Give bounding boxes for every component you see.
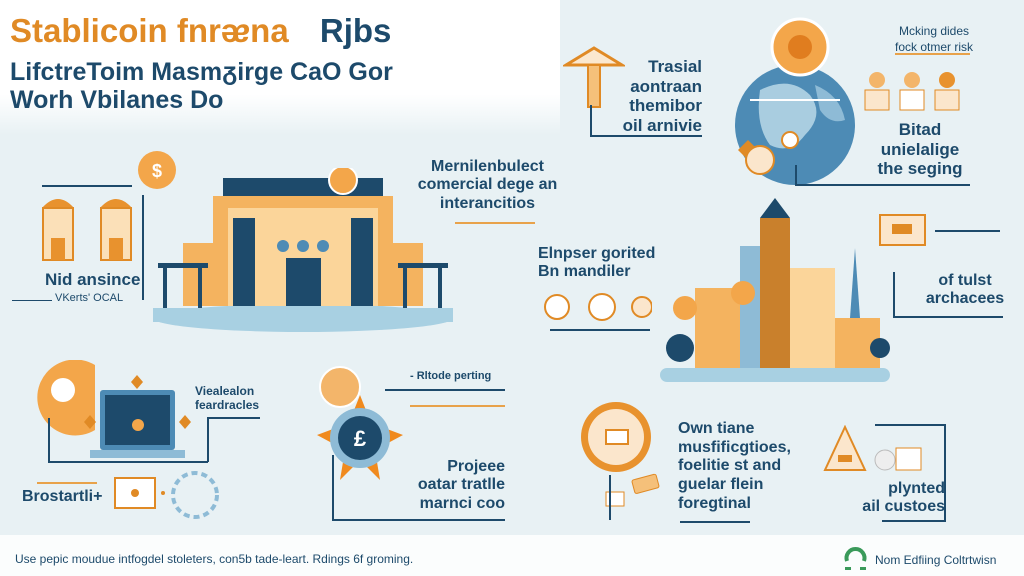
divider-line — [37, 482, 97, 484]
text-line: oil arnivie — [622, 115, 702, 135]
text-line: unielalige — [880, 139, 960, 159]
plynted-text: plynted ail custoes — [855, 480, 945, 517]
bitad-text: Bitad unielalige the seging — [870, 120, 970, 179]
divider-line — [207, 417, 260, 419]
person-icon — [934, 72, 960, 111]
connector-line — [48, 418, 50, 462]
divider-line — [590, 135, 702, 137]
header-background — [0, 0, 560, 135]
handshake-illustration — [581, 402, 660, 507]
coin-icon: $ — [138, 151, 176, 189]
footer-note: Use pepic moudue intfogdel stoleters, co… — [15, 552, 414, 566]
text-line: foregtinal — [678, 494, 751, 512]
nid-caption: VKerts' OCAL — [55, 292, 124, 304]
text-line: musfificgtioes, — [678, 438, 791, 456]
text-line: the seging — [877, 159, 963, 179]
pound-icon: £ — [354, 426, 367, 451]
certificate-icon — [879, 214, 926, 246]
own-text: Own tiane musfificgtioes, foelitie st an… — [678, 420, 791, 514]
projeee-text: Projeee oatar tratlle marnci coo — [410, 458, 505, 513]
divider-line — [680, 521, 750, 523]
nid-title: Nid ansince — [45, 270, 141, 289]
text-line: Projeee — [447, 458, 505, 475]
text-line: comercial dege an — [417, 176, 558, 194]
divider-line — [455, 222, 535, 224]
divider-line — [385, 389, 505, 391]
text-line: interancitios — [439, 194, 536, 212]
rltode-text: - Rltode perting — [410, 370, 492, 382]
umbrella-icon — [563, 46, 625, 108]
pyramid-icons — [823, 425, 922, 471]
page-title: Stablicoin fnrᴂna Rjbs — [10, 12, 391, 50]
commercial-text: Mernilenbulect comercial dege an interan… — [405, 158, 570, 213]
connector-line — [944, 424, 946, 522]
connector-line — [332, 455, 334, 520]
text-line: of tulst — [938, 272, 992, 289]
text-line: Elnpser gorited — [538, 245, 656, 262]
divider-line — [795, 184, 970, 186]
viealealon-text: Viealealon feardracles — [195, 384, 260, 413]
text-line: Mernilenbulect — [431, 158, 544, 175]
laptop-illustration — [37, 360, 191, 458]
text-line: Own tiane — [678, 420, 755, 437]
text-line: plynted — [888, 480, 945, 497]
divider-line — [42, 185, 132, 187]
title-orange: Stablicoin fnrᴂna — [10, 12, 289, 49]
divider-line — [875, 424, 945, 426]
risk-note: Mcking dides fock otmer risk — [895, 24, 973, 55]
divider-line — [882, 520, 944, 522]
text-line: ail custoes — [862, 498, 945, 516]
divider-line — [550, 329, 650, 331]
trasial-text: Trasial aontraan themibor oil arnivie — [617, 57, 702, 135]
footer-background — [0, 535, 1024, 576]
divider-line — [893, 316, 1003, 318]
brostartli-text: Brostartli+ — [22, 488, 103, 505]
bank-building-illustration — [153, 168, 453, 332]
text-line: Bitad — [898, 120, 942, 139]
divider-line — [48, 461, 208, 463]
svg-text:$: $ — [152, 161, 162, 181]
bank-buildings-icon — [42, 199, 132, 261]
text-line: guelar flein — [678, 476, 764, 494]
text-line: fock otmer risk — [895, 39, 974, 54]
connector-line — [142, 195, 144, 300]
text-line: Viealealon — [195, 384, 255, 398]
text-line: themibor — [629, 96, 702, 116]
pound-badge-illustration: £ — [317, 366, 403, 480]
person-icon — [864, 72, 890, 111]
divider-line — [12, 300, 52, 301]
divider-line — [332, 519, 505, 521]
people-icons — [864, 72, 960, 111]
globe-icon — [735, 17, 855, 185]
subtitle-line1: LifctreToim Masmᵹirge CaO Gor — [10, 58, 393, 86]
text-line: foelitie st and — [678, 457, 782, 475]
text-line: feardracles — [195, 397, 260, 412]
text-line: marnci coo — [419, 494, 505, 512]
text-line: aontraan — [630, 76, 702, 96]
connector-line — [795, 165, 797, 185]
text-line: Bn mandiler — [538, 263, 631, 281]
connector-line — [207, 417, 209, 462]
text-line: Trasial — [648, 57, 702, 76]
brand-logo-icon — [844, 547, 867, 570]
divider-line — [935, 230, 1000, 232]
title-navy: Rjbs — [319, 12, 392, 49]
divider-line — [895, 53, 970, 55]
text-line: archacees — [925, 290, 1005, 308]
subtitle-line2: Worh Vbilanes Do — [10, 86, 224, 114]
divider-line — [410, 405, 505, 407]
footer-brand: Nom Edfiing Coltrtwisn — [875, 553, 997, 567]
connector-line — [609, 475, 611, 520]
person-icon — [899, 72, 925, 111]
connector-line — [590, 105, 592, 137]
text-line: oatar tratlle — [417, 476, 505, 494]
text-line: Mcking dides — [898, 24, 970, 38]
connector-line — [893, 272, 895, 318]
tulst-text: of tulst archacees — [920, 272, 1010, 309]
city-illustration — [660, 198, 890, 382]
document-icons — [114, 471, 219, 519]
finance-icons — [544, 293, 652, 321]
elnpser-text: Elnpser gorited Bn mandiler — [538, 245, 655, 282]
home-icon — [745, 145, 775, 175]
